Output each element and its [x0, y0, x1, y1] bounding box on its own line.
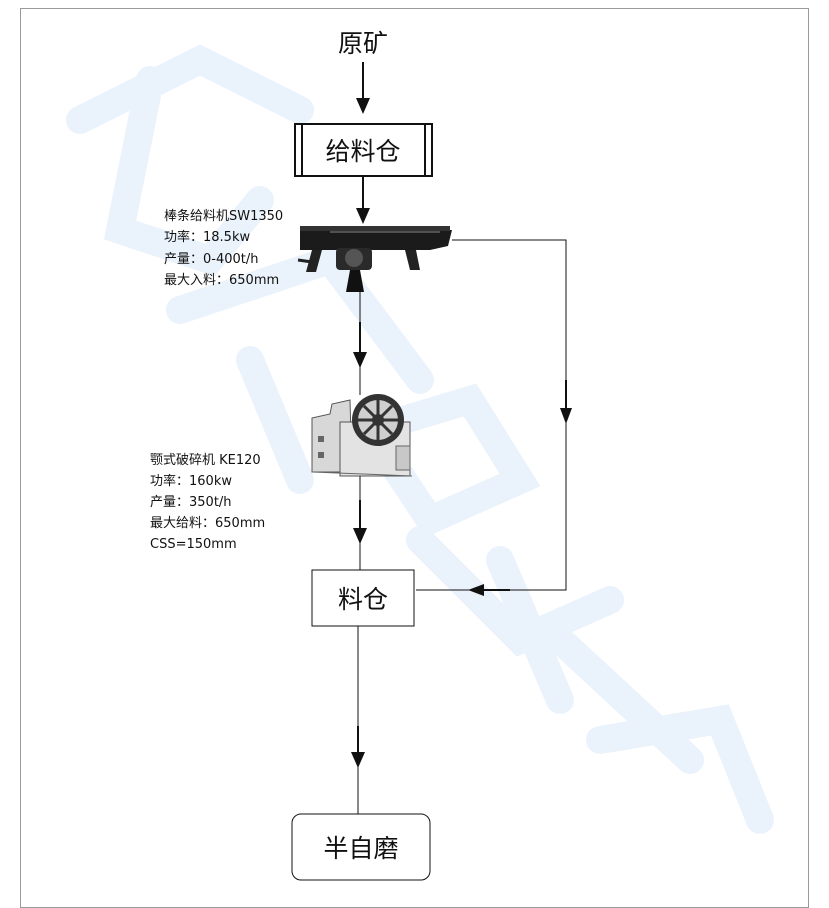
crusher-model: 颚式破碎机 KE120	[150, 453, 261, 468]
arrow-feeder-to-crusher	[353, 292, 367, 395]
arrow-raw-to-bin	[356, 62, 370, 114]
bin-box: 料仓	[311, 569, 415, 627]
crusher-max-feed: 最大给料：650mm	[150, 516, 265, 531]
feed-bin-label: 给料仓	[325, 137, 400, 166]
grizzly-feeder-specs: 棒条给料机SW1350 功率：18.5kw 产量：0-400t/h 最大入料：6…	[164, 208, 283, 288]
bypass-line	[416, 239, 572, 596]
jaw-crusher-image	[311, 394, 413, 477]
feeder-power: 功率：18.5kw	[164, 229, 250, 245]
feeder-model: 棒条给料机SW1350	[164, 208, 283, 224]
crusher-power: 功率：160kw	[150, 473, 232, 489]
bin-label: 料仓	[338, 585, 388, 614]
grizzly-feeder-image	[297, 226, 452, 292]
raw-ore-label: 原矿	[338, 29, 388, 58]
jaw-crusher-specs: 颚式破碎机 KE120 功率：160kw 产量：350t/h 最大给料：650m…	[150, 453, 265, 552]
arrow-crusher-to-bin	[353, 476, 367, 570]
feeder-capacity: 产量：0-400t/h	[164, 252, 259, 267]
arrow-bin-to-feeder	[356, 176, 370, 224]
sag-mill-box: 半自磨	[291, 813, 431, 881]
feed-bin-box: 给料仓	[294, 123, 433, 177]
crusher-css: CSS=150mm	[150, 537, 237, 552]
sag-mill-label: 半自磨	[323, 834, 398, 863]
feeder-max-feed: 最大入料：650mm	[164, 273, 279, 288]
crusher-capacity: 产量：350t/h	[150, 495, 232, 510]
arrow-bin-to-mill	[351, 626, 365, 814]
